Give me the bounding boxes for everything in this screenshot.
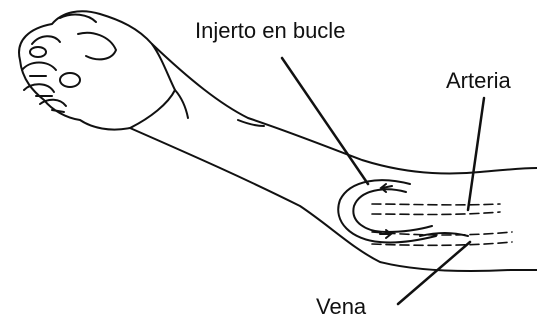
hand-illustration	[19, 11, 175, 129]
label-vein: Vena	[316, 294, 367, 319]
label-loop-graft: Injerto en bucle	[195, 18, 345, 43]
leader-line-artery	[468, 98, 484, 210]
leader-line-loop-graft	[282, 58, 368, 184]
label-artery: Arteria	[446, 68, 512, 93]
artery-vessel	[372, 204, 500, 215]
leader-line-vein	[398, 242, 470, 304]
